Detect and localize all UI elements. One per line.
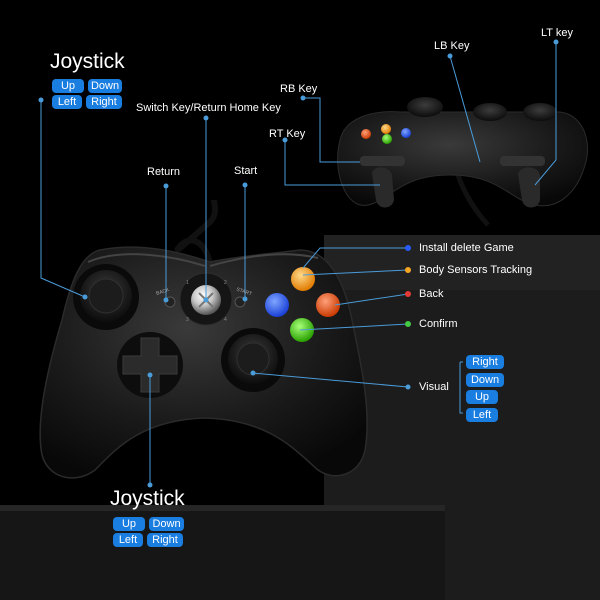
visual-tag-right: Right <box>466 355 504 369</box>
back-dot <box>405 291 411 297</box>
top-controller <box>337 97 589 208</box>
joystick-left-up: Up <box>52 79 84 93</box>
switch-key-label: Switch Key/Return Home Key <box>136 102 281 114</box>
leader-lb <box>449 55 481 163</box>
confirm-label: Confirm <box>419 318 458 330</box>
install-dot <box>405 245 411 251</box>
cable <box>174 199 218 265</box>
leader-rt <box>284 140 380 186</box>
visual-tag-up: Up <box>466 390 498 404</box>
display-block-bottom <box>0 510 445 600</box>
joystick-left-left: Left <box>52 95 82 109</box>
display-block-bottom-top <box>0 505 445 511</box>
leader-confirm <box>299 323 409 331</box>
body-sensors-dot <box>405 267 411 273</box>
start-label: Start <box>234 165 258 177</box>
joystick-bottom-left: Left <box>113 533 143 547</box>
lt-key-label: LT key <box>541 27 573 39</box>
ring-number-4: 4 <box>224 317 227 323</box>
display-block-right-top <box>324 235 600 290</box>
leader-install <box>302 247 408 269</box>
joystick-bottom-down: Down <box>149 517 184 531</box>
leader-rb <box>303 97 360 163</box>
rb-key-label: RB Key <box>280 83 318 95</box>
joystick-bottom-title: Joystick <box>110 487 185 510</box>
joystick-bottom-up: Up <box>113 517 145 531</box>
install-delete-label: Install delete Game <box>419 242 514 254</box>
leader-joystick-left <box>40 100 86 298</box>
leader-visual <box>252 372 409 388</box>
visual-label: Visual <box>419 381 449 393</box>
joystick-left-right: Right <box>86 95 122 109</box>
ring-number-3: 3 <box>186 317 189 323</box>
joystick-left-down: Down <box>88 79 122 93</box>
confirm-dot <box>405 321 411 327</box>
joystick-bottom-right: Right <box>147 533 183 547</box>
rt-key-label: RT Key <box>269 128 306 140</box>
leader-lt <box>534 42 557 186</box>
ring-number-1: 1 <box>186 280 189 286</box>
visual-bracket <box>459 362 463 414</box>
lb-key-label: LB Key <box>434 40 470 52</box>
body-sensors-label: Body Sensors Tracking <box>419 264 533 276</box>
visual-tag-left: Left <box>466 408 498 422</box>
ring-number-2: 2 <box>224 280 227 286</box>
back-label: Back <box>419 288 444 300</box>
joystick-left-title: Joystick <box>50 50 125 73</box>
visual-tag-down: Down <box>466 373 504 387</box>
main-controller: 1 2 3 4 <box>39 246 368 479</box>
leader-back <box>334 293 409 306</box>
return-label: Return <box>147 166 181 178</box>
leader-body <box>302 269 409 276</box>
